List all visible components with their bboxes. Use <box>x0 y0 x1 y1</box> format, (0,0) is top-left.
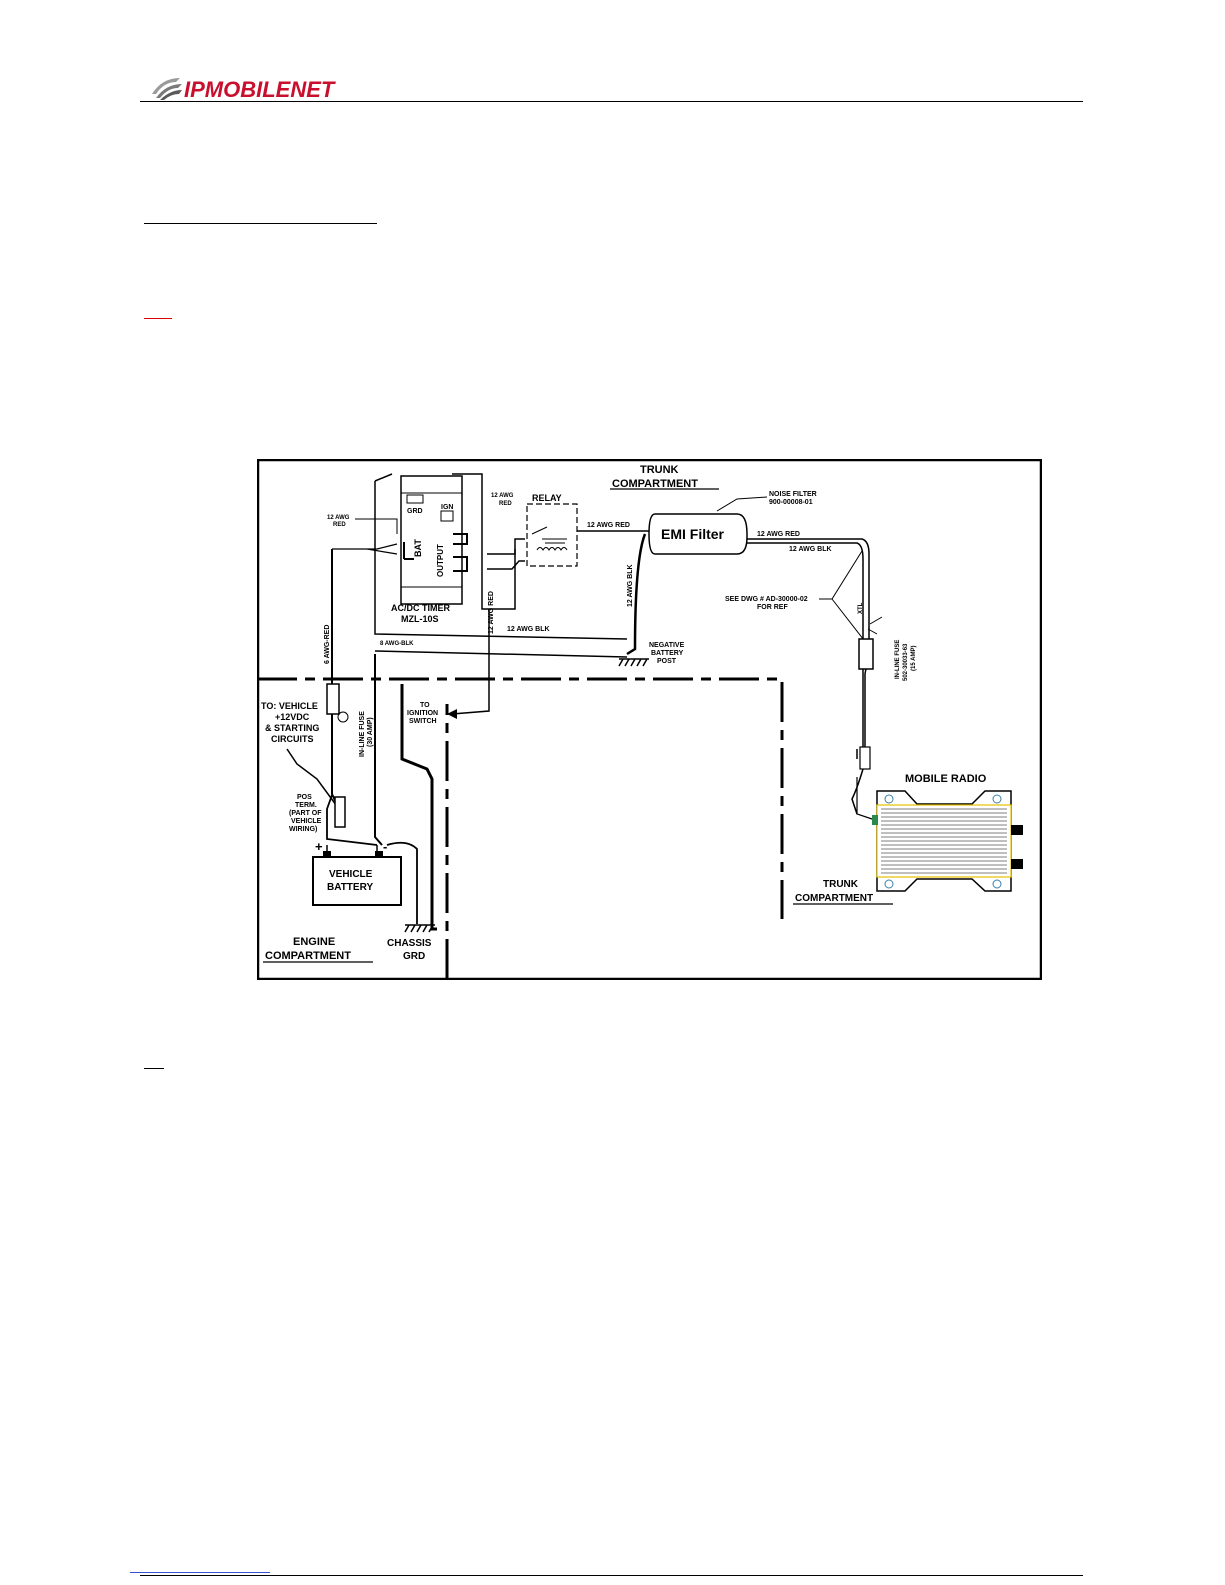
wire-12awg-blk-horiz: 12 AWG BLK <box>507 626 550 633</box>
wire-6awg-red: 6 AWG-RED <box>324 625 331 664</box>
to-vehicle-3: & STARTING <box>265 723 319 733</box>
bat-awg-label-2: RED <box>333 522 346 528</box>
trunk-bottom-1: TRUNK <box>823 879 859 890</box>
negative-battery-post <box>618 658 649 667</box>
mobile-radio <box>856 777 1023 892</box>
pos-term-2: TERM. <box>295 802 317 809</box>
chassis-label-1: CHASSIS <box>387 938 432 949</box>
fuse-right-label-1: IN-LINE FUSE <box>895 640 901 679</box>
see-dwg-label-1: SEE DWG # AD-30000-02 <box>725 596 808 603</box>
chassis-ground <box>404 924 435 933</box>
acdc-timer: GRD IGN BAT OUTPUT AC/DC TIMER MZL-10S <box>391 475 468 624</box>
to-vehicle-2: +12VDC <box>275 712 310 722</box>
mobile-radio-label: MOBILE RADIO <box>905 773 987 785</box>
wire-12awg-blk-radio: 12 AWG BLK <box>789 546 832 553</box>
note-label-underline-2 <box>144 1068 164 1069</box>
timer-label-2: MZL-10S <box>401 614 439 624</box>
pos-term-4: VEHICLE <box>291 818 322 825</box>
header-rule <box>140 101 1083 102</box>
to-vehicle-4: CIRCUITS <box>271 734 314 744</box>
vehicle-battery: + - VEHICLE BATTERY <box>312 839 402 906</box>
emi-filter: EMI Filter NOISE FILTER 900-00008-01 <box>648 491 817 555</box>
wiring-diagram: GRD IGN BAT OUTPUT AC/DC TIMER MZL-10S R… <box>257 459 1042 980</box>
fuse-right-label-3: (15 AMP) <box>911 646 917 671</box>
relay-label: RELAY <box>532 493 562 503</box>
wire-8awg-blk: 8 AWG-BLK <box>380 641 414 647</box>
wire-12awg-blk-vert: 12 AWG BLK <box>627 564 634 607</box>
xtal-label: XTL <box>858 602 864 614</box>
noise-filter-label: NOISE FILTER <box>769 491 817 498</box>
relay-awg-label-1: 12 AWG <box>491 493 514 499</box>
chassis-label-2: GRD <box>403 951 425 962</box>
pos-term-3: (PART OF <box>289 810 322 817</box>
timer-label-1: AC/DC TIMER <box>391 603 450 613</box>
neg-post-label-3: POST <box>657 658 677 665</box>
wire-12awg-red-vert: 12 AWG RED <box>488 591 495 634</box>
trunk-bottom-2: COMPARTMENT <box>795 893 873 904</box>
noise-filter-part: 900-00008-01 <box>769 499 813 506</box>
fuse-left-label-1: IN-LINE FUSE <box>359 711 366 757</box>
compartment-boundaries <box>257 677 784 979</box>
brand-name: IPMOBILENET <box>184 77 336 102</box>
company-logo: IPMOBILENET <box>152 77 336 102</box>
wire-12awg-red-relay: 12 AWG RED <box>587 522 630 529</box>
bat-terminal-label: BAT <box>413 539 423 557</box>
pos-term-5: WIRING) <box>289 826 317 833</box>
see-dwg-label-2: FOR REF <box>757 604 788 611</box>
fuse-left-label-2: (30 AMP) <box>367 717 374 747</box>
inline-fuse-left <box>326 683 349 723</box>
relay-awg-label-2: RED <box>499 501 512 507</box>
to-ignition-1: TO <box>420 702 430 709</box>
battery-label-1: VEHICLE <box>329 869 373 880</box>
neg-post-label-2: BATTERY <box>651 650 684 657</box>
engine-label-2: COMPARTMENT <box>265 950 351 962</box>
engine-label-1: ENGINE <box>293 936 335 948</box>
footer-rule <box>140 1575 1083 1576</box>
fuse-right-label-2: 502-30033-63 <box>903 643 909 681</box>
ign-terminal-label: IGN <box>441 504 453 511</box>
to-ignition-3: SWITCH <box>409 718 437 725</box>
to-vehicle-1: TO: VEHICLE <box>261 701 318 711</box>
output-terminal-label: OUTPUT <box>436 544 445 577</box>
relay: RELAY 12 AWG RED <box>491 493 578 567</box>
trunk-label-top: TRUNK <box>640 464 679 476</box>
pos-term-1: POS <box>297 794 312 801</box>
inline-fuse-right <box>858 616 883 670</box>
to-ignition-2: IGNITION <box>407 710 438 717</box>
wire-12awg-red-radio: 12 AWG RED <box>757 531 800 538</box>
trunk-compartment-top: COMPARTMENT <box>612 478 698 490</box>
swoosh-icon <box>152 78 182 100</box>
footer-link-underline[interactable] <box>130 1572 270 1573</box>
battery-plus: + <box>315 839 323 854</box>
section-heading-underline <box>144 223 377 224</box>
battery-label-2: BATTERY <box>327 882 373 893</box>
bat-awg-label-1: 12 AWG <box>327 515 350 521</box>
grd-terminal-label: GRD <box>407 508 423 515</box>
neg-post-label-1: NEGATIVE <box>649 642 685 649</box>
emi-filter-label: EMI Filter <box>661 526 725 542</box>
note-label-underline <box>144 318 172 319</box>
battery-minus: - <box>383 839 387 854</box>
